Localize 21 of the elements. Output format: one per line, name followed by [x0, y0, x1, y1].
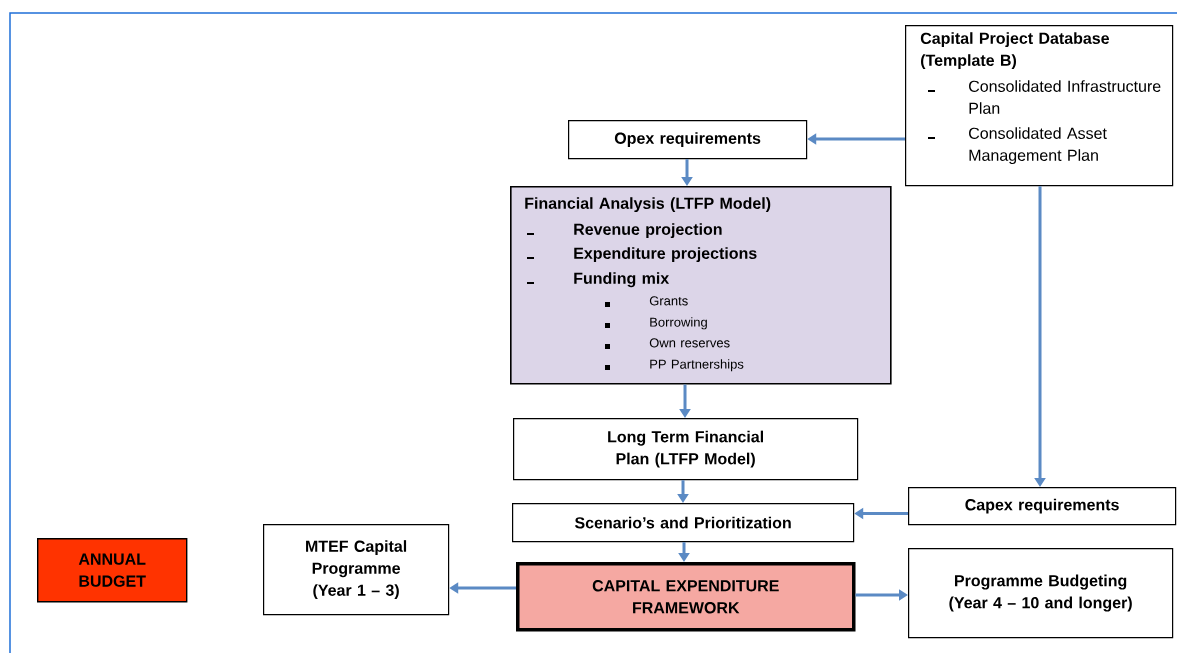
list-item: Own reserves: [649, 338, 730, 348]
list-item: Consolidated Asset Management Plan: [969, 127, 1107, 165]
process-box: Long Term Financial Plan (LTFP Model): [513, 418, 859, 481]
process-box: Opex requirements: [568, 120, 808, 160]
list-item: Borrowing: [650, 317, 707, 330]
list-item: Funding mix: [574, 272, 670, 288]
box-heading: Capital Project Database (Template B): [920, 32, 1110, 70]
list-item: Grants: [649, 296, 688, 306]
process-box: [510, 186, 892, 385]
budget-box: ANNUAL BUDGET: [37, 538, 188, 603]
process-box: Scenario’s and Prioritization: [512, 503, 855, 543]
process-box: CAPITAL EXPENDITURE FRAMEWORK: [516, 562, 856, 632]
list-item: Revenue projection: [574, 223, 722, 239]
process-box: Capex requirements: [908, 487, 1177, 526]
process-box: [905, 25, 1174, 187]
process-box: Programme Budgeting (Year 4 – 10 and longer): [908, 548, 1174, 639]
list-item: PP Partnerships: [650, 359, 744, 372]
box-heading: Financial Analysis (LTFP Model): [525, 197, 771, 213]
list-item: Consolidated Infrastructure Plan: [969, 80, 1161, 114]
list-item: Expenditure projections: [574, 247, 757, 263]
process-box: MTEF Capital Programme (Year 1 – 3): [263, 524, 450, 616]
